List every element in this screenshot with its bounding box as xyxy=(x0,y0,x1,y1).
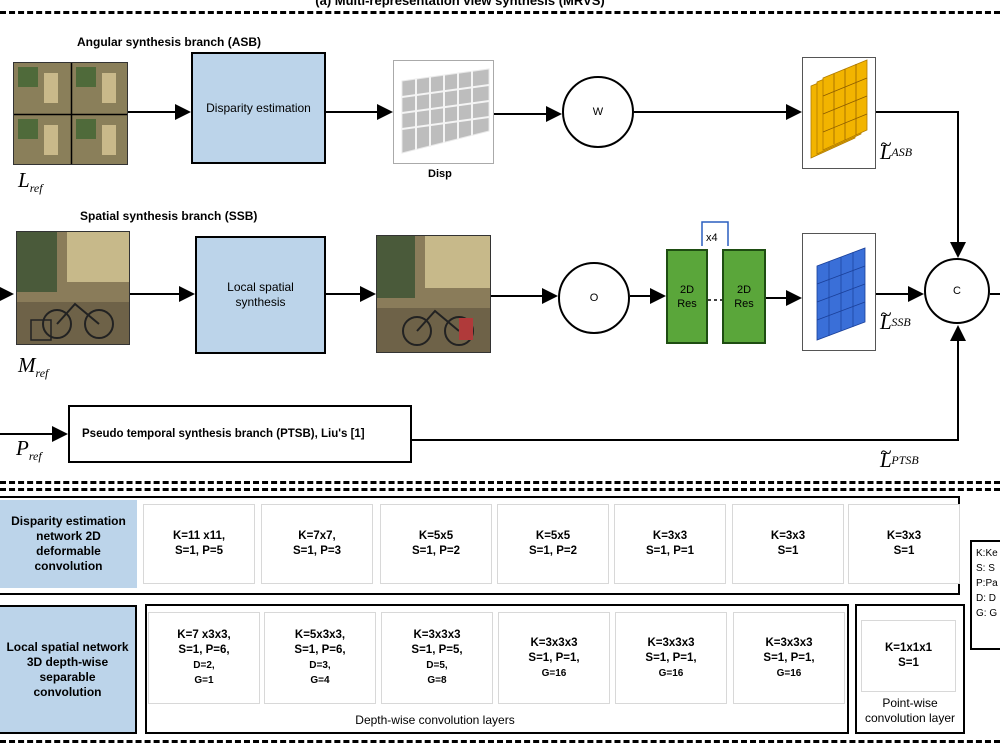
local-spatial-synthesis-box: Local spatial synthesis xyxy=(195,236,326,354)
depthwise-cell: K=3x3x3 S=1, P=1,G=16 xyxy=(498,612,610,704)
disparity-cell: K=3x3 S=1 xyxy=(848,504,960,584)
legend-item: S: S xyxy=(976,563,995,574)
depthwise-cell: K=7 x3x3, S=1, P=6,D=2, G=1 xyxy=(148,612,260,704)
ssb-grid-image xyxy=(816,247,866,341)
depthwise-caption: Depth-wise convolution layers xyxy=(355,713,515,727)
disparity-cell: K=3x3 S=1, P=1 xyxy=(614,504,726,584)
pointwise-group xyxy=(855,604,965,734)
ssb-synth-photo xyxy=(377,236,490,352)
depthwise-cell: K=3x3x3 S=1, P=5,D=5, G=8 xyxy=(381,612,493,704)
legend-item: D: D xyxy=(976,593,996,604)
asb-grid-image xyxy=(810,59,868,159)
warp-operator: W xyxy=(562,76,634,148)
mref-symbol: Mref xyxy=(18,353,49,381)
ptsb-box: Pseudo temporal synthesis branch (PTSB),… xyxy=(68,405,412,463)
lref-symbol: Lref xyxy=(18,168,43,196)
legend-item: G: G xyxy=(976,608,998,619)
middle-divider-2 xyxy=(0,488,1000,491)
depthwise-group xyxy=(145,604,849,734)
pointwise-caption: Point-wise convolution layer xyxy=(864,696,956,725)
lref-mosaic-image xyxy=(14,63,127,164)
header-title: (a) Multi-representation view synthesis … xyxy=(315,0,605,8)
legend-item: K:Ke xyxy=(976,548,998,559)
disparity-network-title: Disparity estimation network 2D deformab… xyxy=(0,500,137,588)
mref-photo xyxy=(17,232,129,344)
disparity-estimation-box: Disparity estimation xyxy=(191,52,326,164)
disparity-cell: K=11 x11, S=1, P=5 xyxy=(143,504,255,584)
ssb-output-grid xyxy=(802,233,876,351)
concat-operator: C xyxy=(924,258,990,324)
disparity-cell: K=5x5 S=1, P=2 xyxy=(380,504,492,584)
repeat-label: x4 xyxy=(706,232,718,244)
bottom-divider xyxy=(0,740,1000,743)
ssb-title: Spatial synthesis branch (SSB) xyxy=(80,209,258,223)
depthwise-cell: K=3x3x3 S=1, P=1,G=16 xyxy=(733,612,845,704)
connector-lines xyxy=(0,104,1000,442)
legend-box: K:Ke S: S P:Pa D: D G: G xyxy=(970,540,1000,650)
res-block-2: 2D Res xyxy=(722,249,766,344)
asb-output-grid xyxy=(802,57,876,169)
top-divider xyxy=(0,11,1000,14)
local-network-title: Local spatial network 3D depth-wise sepa… xyxy=(0,605,137,734)
mref-image xyxy=(16,231,130,345)
depthwise-cell: K=3x3x3 S=1, P=1,G=16 xyxy=(615,612,727,704)
ssb-operator: O xyxy=(558,262,630,334)
middle-divider-1 xyxy=(0,481,1000,484)
res-block-1: 2D Res xyxy=(666,249,708,344)
depthwise-cell: K=5x3x3, S=1, P=6,D=3, G=4 xyxy=(264,612,376,704)
lref-mosaic xyxy=(13,62,128,165)
disp-label: Disp xyxy=(428,168,452,180)
asb-title: Angular synthesis branch (ASB) xyxy=(77,35,262,49)
pointwise-cell: K=1x1x1 S=1 xyxy=(861,620,956,692)
disparity-cell: K=5x5 S=1, P=2 xyxy=(497,504,609,584)
disparity-cell: K=3x3 S=1 xyxy=(732,504,844,584)
ssb-synth-image xyxy=(376,235,491,353)
disp-map xyxy=(393,60,494,164)
legend-item: P:Pa xyxy=(976,578,998,589)
pref-symbol: Pref xyxy=(16,436,42,464)
disparity-cell: K=7x7, S=1, P=3 xyxy=(261,504,373,584)
disp-map-image xyxy=(401,68,490,154)
